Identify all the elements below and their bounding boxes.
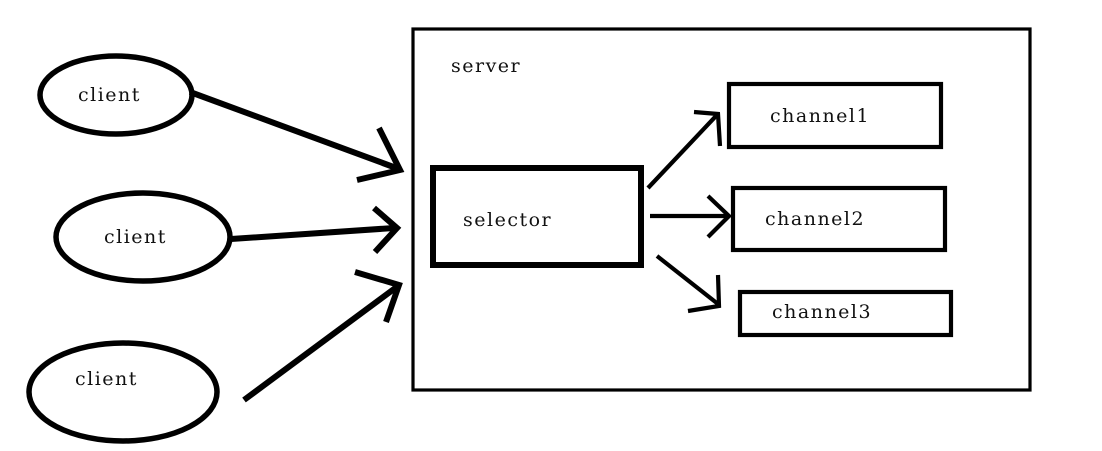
- channel-node-2[interactable]: channel2: [730, 185, 948, 253]
- arrow-selector-to-channel1: [646, 109, 723, 190]
- server-label: server: [451, 55, 521, 77]
- client-node-2[interactable]: client: [53, 190, 233, 284]
- selector-label: selector: [463, 209, 552, 231]
- client-ellipse-3[interactable]: [26, 340, 220, 444]
- client-node-3[interactable]: client: [26, 340, 220, 444]
- arrow-client3-to-server: [242, 269, 403, 403]
- channel-node-3[interactable]: channel3: [737, 289, 954, 338]
- arrow-client1-to-server: [188, 89, 405, 183]
- channel-label-1: channel1: [770, 105, 870, 127]
- channel-label-3: channel3: [772, 301, 872, 323]
- client-label-1: client: [78, 84, 141, 106]
- channel-box-1[interactable]: [726, 81, 944, 150]
- arrow-selector-to-channel2: [650, 194, 733, 239]
- selector-box[interactable]: [430, 165, 644, 268]
- arrow-selector-to-channel3: [655, 254, 722, 314]
- server-container[interactable]: server: [411, 27, 1032, 392]
- arrow-client2-to-server: [230, 205, 402, 255]
- client-label-3: client: [75, 368, 138, 390]
- client-label-2: client: [104, 226, 167, 248]
- selector-node[interactable]: selector: [430, 165, 644, 268]
- client-ellipse-2[interactable]: [53, 190, 233, 284]
- channel-box-2[interactable]: [730, 185, 948, 253]
- channel-box-3[interactable]: [737, 289, 954, 338]
- client-node-1[interactable]: client: [37, 53, 195, 137]
- server-box[interactable]: [411, 27, 1032, 392]
- channel-label-2: channel2: [765, 208, 865, 230]
- channel-node-1[interactable]: channel1: [726, 81, 944, 150]
